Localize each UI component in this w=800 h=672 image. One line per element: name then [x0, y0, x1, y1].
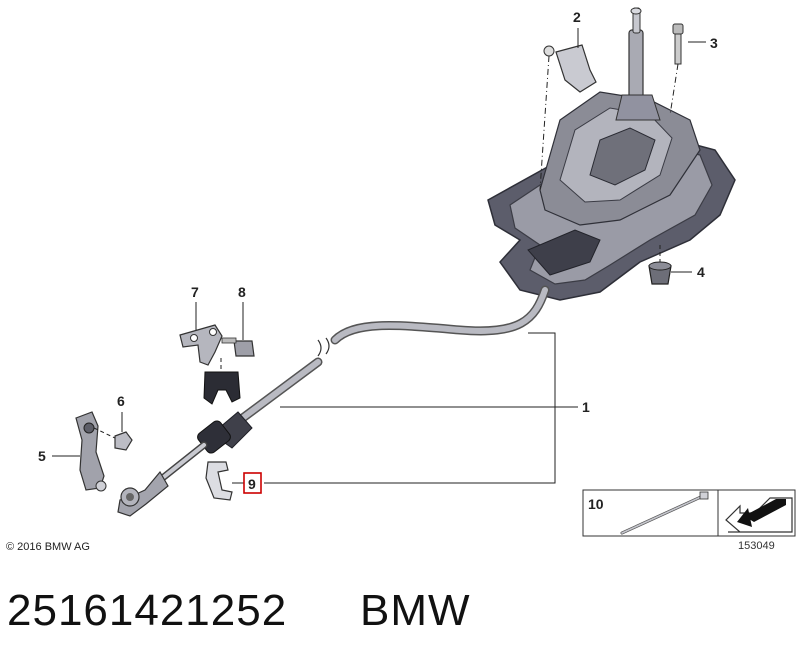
shift-cable: [117, 285, 550, 517]
callout-3: 3: [710, 35, 718, 51]
copyright-notice: © 2016 BMW AG: [6, 541, 90, 553]
retaining-clip: [205, 461, 233, 501]
part-number: 25161421252: [7, 586, 288, 635]
selector-lever-assembly: [75, 411, 133, 492]
shift-console-assembly: [487, 7, 736, 301]
bracket-assembly: [179, 324, 255, 405]
callout-4: 4: [697, 264, 705, 280]
drawing-number: 153049: [738, 540, 775, 552]
callout-10: 10: [588, 496, 604, 512]
assembly-arrow-icon: [725, 497, 793, 533]
callout-6: 6: [117, 393, 125, 409]
callout-5: 5: [38, 448, 46, 464]
brand-name: BMW: [360, 586, 471, 635]
callout-2: 2: [573, 9, 581, 25]
leader-lines: [52, 28, 706, 484]
callout-9: 9: [248, 476, 256, 492]
callout-9-highlight-box: [243, 472, 262, 494]
callout-1: 1: [582, 399, 590, 415]
callout-8: 8: [238, 284, 246, 300]
callout-7: 7: [191, 284, 199, 300]
